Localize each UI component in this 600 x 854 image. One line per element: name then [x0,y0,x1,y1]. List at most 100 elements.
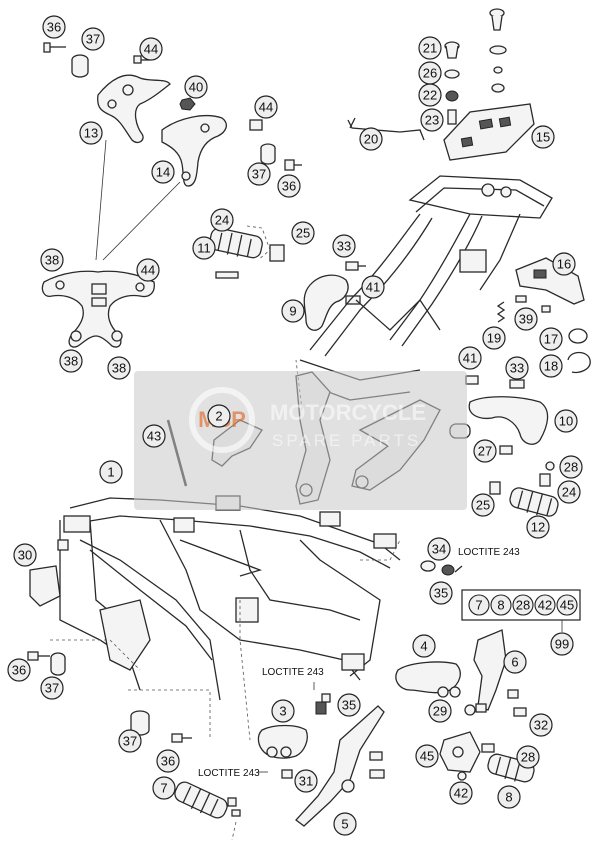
bolt-27 [499,445,513,455]
callout-24: 24 [210,208,234,232]
mount-slot [91,283,107,295]
screw-23 [447,109,457,125]
callout-29: 29 [428,699,452,723]
bolt-36-mid-low [171,733,192,743]
callout-36: 36 [42,15,66,39]
svg-text:35: 35 [342,698,356,713]
callout-23: 23 [420,108,444,132]
svg-text:41: 41 [366,280,380,295]
svg-text:30: 30 [18,548,32,563]
svg-text:12: 12 [531,520,545,535]
spring-19 [496,301,506,323]
lever-5 [295,705,385,827]
ring-17 [568,328,588,344]
kit-item: 8 [490,594,512,616]
svg-text:18: 18 [544,359,558,374]
callout-17: 17 [539,327,563,351]
callout-26: 26 [418,61,442,85]
callout-39: 39 [514,307,538,331]
pin-24 [539,473,551,487]
bolt-36-mid [284,159,302,171]
callout-24: 24 [557,480,581,504]
kit-item: 45 [556,594,578,616]
bushing-37-mid [260,143,276,165]
nut-40 [179,97,196,111]
callout-5: 5 [333,812,357,836]
pin [215,271,239,279]
clip [541,305,551,313]
bushing-37-top [71,54,89,78]
callout-15: 15 [531,125,555,149]
leader-frame [239,600,251,741]
bracket-9 [303,274,349,331]
svg-text:45: 45 [420,749,434,764]
callout-38: 38 [107,356,131,380]
footrest-12 [509,487,559,517]
svg-text:33: 33 [337,239,351,254]
callout-38: 38 [40,248,64,272]
svg-text:28: 28 [516,598,530,613]
svg-text:1: 1 [107,465,114,480]
svg-text:99: 99 [555,637,569,652]
callout-22: 22 [418,83,442,107]
battery-box-15 [443,103,535,161]
svg-text:6: 6 [511,655,518,670]
loctite-note: LOCTITE 243 [458,547,520,558]
svg-text:32: 32 [534,718,548,733]
svg-text:29: 29 [433,704,447,719]
svg-text:24: 24 [215,213,229,228]
mount-slot [91,297,107,307]
washer-26 [444,69,460,79]
svg-text:38: 38 [64,354,78,369]
callout-25: 25 [471,493,495,517]
spring-clip-25-b [489,481,501,495]
bracket-13-hole [122,84,134,96]
svg-text:39: 39 [519,312,533,327]
callout-13: 13 [79,121,103,145]
nut-28-a [545,461,555,471]
svg-text:20: 20 [364,132,378,147]
svg-text:5: 5 [341,817,348,832]
callout-16: 16 [552,252,576,276]
svg-text:11: 11 [197,241,211,256]
svg-text:8: 8 [505,790,512,805]
svg-text:17: 17 [544,332,558,347]
cable-20 [347,119,425,141]
callout-35: 35 [429,581,453,605]
svg-text:19: 19 [487,331,501,346]
callout-37: 37 [40,676,64,700]
callout-36: 36 [156,749,180,773]
svg-text:9: 9 [289,304,296,319]
bracket-13-hole [107,99,117,109]
svg-text:43: 43 [147,429,161,444]
callout-19: 19 [482,326,506,350]
svg-text:31: 31 [299,774,313,789]
callout-2: 2 [207,404,231,428]
watermark-line1: MOTORCYCLE [270,400,426,425]
nut-42 [457,771,467,781]
callout-38: 38 [59,349,83,373]
callout-32: 32 [529,713,553,737]
bracket-10 [468,396,549,445]
mount-hole [70,330,82,342]
plug-top-right [489,8,507,93]
svg-text:24: 24 [562,485,576,500]
callout-40: 40 [184,75,208,99]
loctite-note: LOCTITE 243 [198,768,260,779]
kit-item: 7 [468,594,490,616]
callout-33: 33 [505,356,529,380]
clip [515,295,527,303]
svg-text:44: 44 [144,42,158,57]
leader-14 [102,181,181,261]
svg-text:33: 33 [510,361,524,376]
svg-text:16: 16 [557,257,571,272]
callout-30: 30 [13,543,37,567]
svg-text:21: 21 [423,41,437,56]
kit-item: 42 [534,594,556,616]
callout-9: 9 [281,299,305,323]
callout-8: 8 [497,785,521,809]
callout-28: 28 [559,455,583,479]
callout-36: 36 [7,658,31,682]
callout-41: 41 [458,346,482,370]
